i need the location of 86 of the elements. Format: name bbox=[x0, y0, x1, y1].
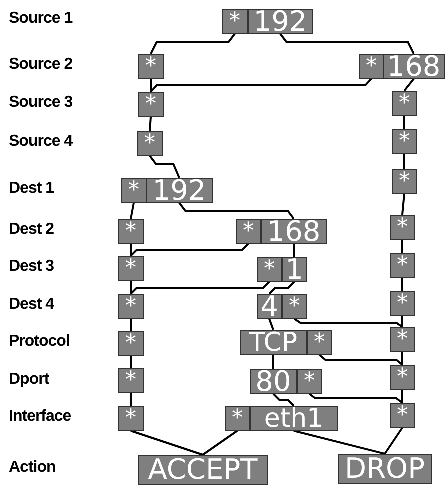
connector-line bbox=[402, 240, 404, 253]
match-cell: * bbox=[118, 406, 144, 431]
connector-line bbox=[130, 281, 270, 295]
row-label: Source 2 bbox=[9, 56, 73, 74]
match-cell: * bbox=[359, 54, 384, 79]
match-cell: 168 bbox=[383, 54, 445, 79]
row-label: Source 3 bbox=[9, 94, 73, 112]
match-cell: * bbox=[307, 330, 332, 355]
connector-line bbox=[402, 316, 404, 327]
connector-line bbox=[293, 244, 296, 258]
match-cell: * bbox=[257, 257, 282, 282]
row-label: Protocol bbox=[9, 333, 70, 351]
connector-line bbox=[402, 390, 404, 403]
action-box: DROP bbox=[338, 454, 432, 484]
connector-line bbox=[178, 202, 295, 220]
connector-line bbox=[130, 281, 132, 294]
match-cell: * bbox=[137, 131, 163, 156]
row-label: Action bbox=[9, 459, 56, 477]
match-cell: * bbox=[118, 219, 144, 244]
match-cell: 80 bbox=[250, 369, 297, 394]
match-cell: * bbox=[118, 368, 144, 393]
match-cell: 1 bbox=[282, 257, 307, 282]
match-cell: 4 bbox=[257, 294, 282, 319]
match-cell: * bbox=[222, 9, 248, 34]
match-cell: * bbox=[390, 365, 415, 390]
connector-line bbox=[280, 33, 415, 54]
row-label: Source 4 bbox=[9, 133, 73, 151]
match-cell: * bbox=[282, 294, 307, 319]
match-cell: 168 bbox=[261, 219, 327, 244]
match-cell: * bbox=[390, 327, 415, 352]
connector-line bbox=[268, 281, 296, 295]
connector-line bbox=[130, 243, 250, 257]
match-cell: * bbox=[390, 215, 415, 240]
row-label: Dport bbox=[9, 371, 50, 389]
connector-line bbox=[272, 355, 274, 369]
connector-line bbox=[402, 278, 404, 291]
connector-line bbox=[149, 155, 180, 178]
row-label: Source 1 bbox=[9, 10, 73, 28]
connector-line bbox=[150, 79, 152, 92]
match-cell: eth1 bbox=[250, 406, 338, 431]
connector-line bbox=[268, 318, 274, 330]
match-cell: * bbox=[390, 403, 415, 428]
match-cell: * bbox=[118, 331, 144, 356]
match-cell: 192 bbox=[248, 9, 313, 34]
connector-line bbox=[202, 430, 238, 456]
match-cell: * bbox=[392, 129, 417, 154]
match-cell: * bbox=[392, 169, 417, 194]
connector-line bbox=[294, 318, 404, 328]
connector-line bbox=[150, 78, 372, 93]
match-cell: * bbox=[138, 92, 164, 117]
match-cell: * bbox=[236, 219, 261, 244]
connector-line bbox=[294, 430, 386, 455]
connector-line bbox=[404, 116, 406, 129]
connector-line bbox=[272, 393, 295, 407]
connector-line bbox=[402, 352, 404, 365]
match-cell: * bbox=[392, 91, 417, 116]
connector-line bbox=[402, 194, 406, 216]
action-box: ACCEPT bbox=[138, 455, 268, 485]
match-cell: * bbox=[138, 54, 164, 79]
connector-line bbox=[130, 393, 132, 406]
match-cell: * bbox=[225, 406, 250, 431]
connector-line bbox=[130, 356, 132, 368]
connector-line bbox=[130, 430, 204, 456]
match-cell: * bbox=[121, 178, 147, 203]
match-cell: * bbox=[118, 256, 144, 281]
row-label: Dest 3 bbox=[9, 258, 54, 276]
row-label: Dest 4 bbox=[9, 296, 54, 314]
match-cell: 192 bbox=[146, 178, 213, 203]
connector-line bbox=[318, 354, 404, 366]
row-label: Interface bbox=[9, 408, 72, 426]
connector-line bbox=[130, 202, 135, 220]
row-label: Dest 2 bbox=[9, 221, 54, 239]
row-label: Dest 1 bbox=[9, 180, 54, 198]
connector-line bbox=[149, 116, 152, 132]
connector-line bbox=[150, 33, 236, 54]
connector-line bbox=[404, 154, 406, 169]
match-cell: * bbox=[297, 369, 322, 394]
connector-line bbox=[404, 78, 415, 92]
connector-line bbox=[308, 393, 404, 404]
connector-line bbox=[130, 244, 132, 256]
match-cell: TCP bbox=[240, 330, 307, 355]
match-cell: * bbox=[118, 294, 144, 319]
match-cell: * bbox=[390, 253, 415, 278]
connector-line bbox=[130, 319, 132, 331]
match-cell: * bbox=[390, 291, 415, 316]
connector-line bbox=[384, 427, 404, 455]
